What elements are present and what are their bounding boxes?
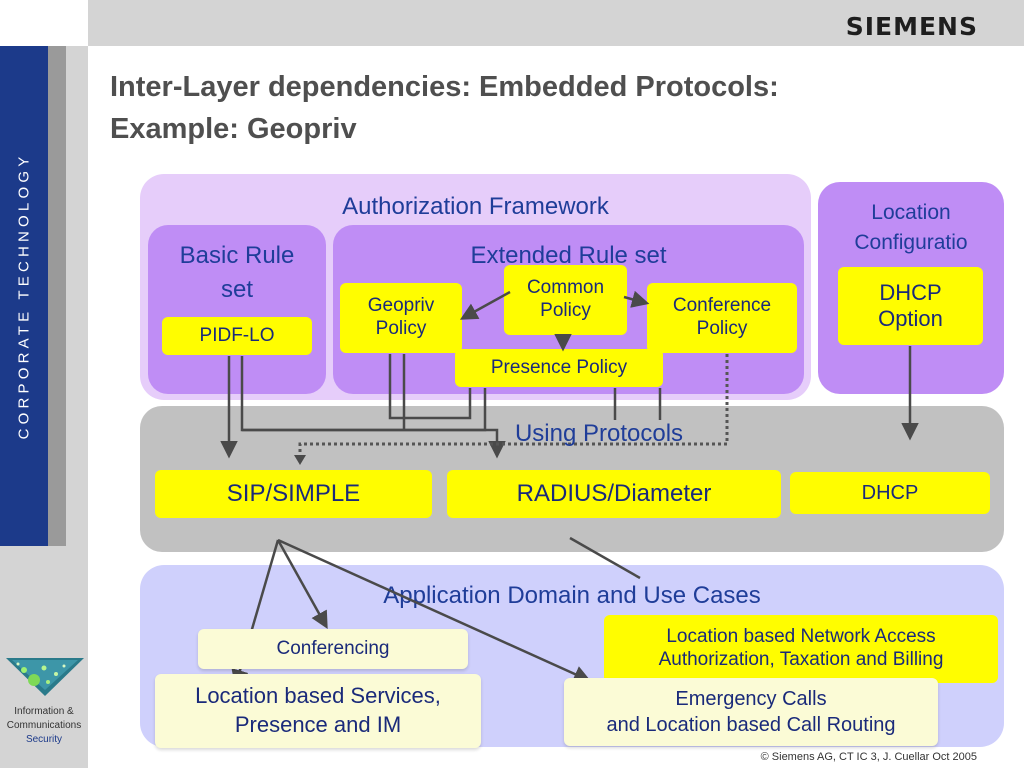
location-network-access-label-2: Authorization, Taxation and Billing xyxy=(658,649,944,670)
division-text-1: Information & xyxy=(14,706,74,717)
extended-rule-set-label: Extended Rule set xyxy=(470,242,667,269)
sidebar-shadow xyxy=(48,46,66,546)
basic-rule-set-label-1: Basic Rule xyxy=(179,242,295,269)
sip-simple-box: SIP/SIMPLE xyxy=(155,470,432,518)
division-logo-icon xyxy=(6,658,84,696)
emergency-calls-label-2: and Location based Call Routing xyxy=(606,714,896,736)
emergency-calls-box: Emergency Calls and Location based Call R… xyxy=(564,678,938,746)
pidf-lo-label: PIDF-LO xyxy=(199,324,275,346)
slide-title-line2: Example: Geopriv xyxy=(110,113,357,145)
header-band xyxy=(0,0,1024,46)
header-corner xyxy=(0,0,88,46)
division-text-3: Security xyxy=(25,734,63,745)
emergency-calls-label-1: Emergency Calls xyxy=(675,688,827,710)
common-policy-label-1: Common xyxy=(526,277,605,299)
location-config-label-1: Location xyxy=(871,201,951,224)
sidebar-bar xyxy=(0,46,48,546)
conferencing-label: Conferencing xyxy=(276,637,390,659)
division-text-2: Communications xyxy=(6,720,82,731)
dhcp-option-label-2: Option xyxy=(878,306,943,331)
geopriv-policy-label-1: Geopriv xyxy=(367,295,435,317)
dhcp-option-label-1: DHCP xyxy=(879,279,942,305)
conference-policy-label-2: Policy xyxy=(696,318,748,339)
dhcp-box: DHCP xyxy=(790,472,990,514)
footer-copyright: © Siemens AG, CT IC 3, J. Cuellar Oct 20… xyxy=(760,751,977,763)
siemens-logo: SIEMENS xyxy=(845,12,978,41)
slide-title-line1: Inter-Layer dependencies: Embedded Proto… xyxy=(110,71,779,103)
location-config-label-2: Configuratio xyxy=(854,231,968,254)
geopriv-policy-label-2: Policy xyxy=(375,318,427,339)
sip-simple-label: SIP/SIMPLE xyxy=(226,479,361,507)
radius-diameter-box: RADIUS/Diameter xyxy=(447,470,781,518)
location-network-access-label-1: Location based Network Access xyxy=(666,626,936,648)
location-services-label-1: Location based Services, xyxy=(195,683,441,709)
presence-policy-label: Presence Policy xyxy=(490,356,628,378)
basic-rule-set-label-2: set xyxy=(220,276,253,303)
application-domain-label: Application Domain and Use Cases xyxy=(383,582,761,609)
presence-policy-box: Presence Policy xyxy=(455,349,663,387)
location-services-box: Location based Services, Presence and IM xyxy=(155,674,481,748)
radius-diameter-label: RADIUS/Diameter xyxy=(516,479,712,507)
dhcp-label: DHCP xyxy=(861,482,919,504)
pidf-lo-box: PIDF-LO xyxy=(162,317,312,355)
sidebar-text: CORPORATE TECHNOLOGY xyxy=(15,152,33,440)
conference-policy-label-1: Conference xyxy=(672,295,772,317)
conferencing-box: Conferencing xyxy=(198,629,468,669)
using-protocols-label: Using Protocols xyxy=(514,420,684,447)
common-policy-label-2: Policy xyxy=(540,300,591,321)
location-services-label-2: Presence and IM xyxy=(234,712,402,737)
authorization-framework-label: Authorization Framework xyxy=(342,193,609,220)
